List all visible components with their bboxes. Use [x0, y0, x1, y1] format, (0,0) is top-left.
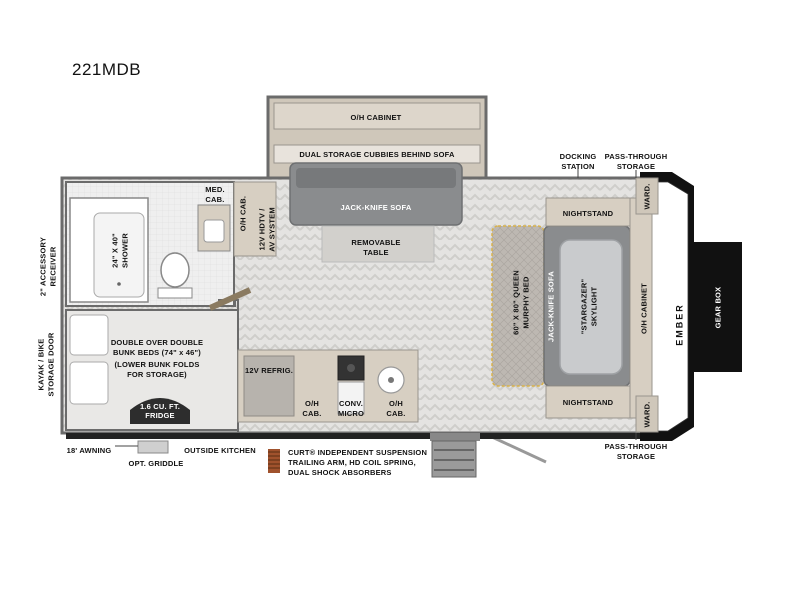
griddle	[137, 440, 169, 454]
fridge-small	[130, 398, 190, 424]
av-cabinet	[233, 181, 277, 257]
label-murphy-1: 60" X 80" QUEEN	[511, 270, 521, 335]
label-susp-3: DUAL SHOCK ABSORBERS	[288, 468, 392, 477]
label-gear-box: GEAR BOX	[713, 286, 723, 329]
sink	[203, 219, 225, 243]
stargazer-skylight	[559, 239, 623, 375]
label-oh-cab-left: O/H CAB.	[238, 195, 248, 232]
label-dual-storage: DUAL STORAGE CUBBIES BEHIND SOFA	[299, 150, 455, 159]
label-nightstand-bottom: NIGHTSTAND	[562, 398, 614, 407]
model-title: 221MDB	[72, 60, 142, 79]
label-kayak-1: KAYAK / BIKE	[36, 338, 46, 391]
label-murphy-2: MURPHY BED	[521, 276, 531, 329]
toilet-tank	[157, 287, 193, 299]
door-line	[491, 435, 547, 464]
door-swing	[208, 287, 252, 311]
label-skylight-2: SKYLIGHT	[589, 286, 599, 327]
label-refrig-12v: 12V REFRIG.	[244, 366, 294, 375]
awning-rail	[66, 433, 430, 439]
refrigerator	[243, 355, 295, 417]
label-kayak-2: STORAGE DOOR	[46, 332, 56, 397]
label-oh-cab-k2: CAB.	[302, 409, 322, 418]
label-hdtv: 12V HDTV /	[257, 208, 267, 251]
entry-steps	[431, 440, 477, 478]
label-fridge-2: FRIDGE	[145, 411, 175, 420]
label-av-system: AV SYSTEM	[267, 207, 277, 252]
bunk-mattress-bottom	[69, 361, 109, 405]
label-bunk-1: DOUBLE OVER DOUBLE	[110, 338, 204, 347]
label-skylight-1: "STARGAZER"	[579, 278, 589, 335]
label-ward-top: WARD.	[642, 183, 652, 210]
label-jackknife-sofa-top: JACK-KNIFE SOFA	[340, 203, 412, 212]
label-shower-1: 24" X 40"	[110, 233, 120, 268]
label-nightstand-top: NIGHTSTAND	[562, 209, 614, 218]
label-removable-table-1: REMOVABLE	[351, 238, 401, 247]
label-med-cab-1: MED.	[205, 185, 225, 194]
microwave	[337, 381, 365, 415]
gear-box	[694, 242, 742, 372]
entry-door	[430, 433, 480, 441]
label-accessory-2: RECEIVER	[48, 246, 58, 287]
label-oh-cab-k1: O/H	[305, 399, 319, 408]
label-conv-1: CONV.	[338, 399, 364, 408]
label-oh-cab-k3: O/H	[389, 399, 403, 408]
ward-bottom	[635, 395, 659, 433]
nightstand-top	[545, 197, 631, 227]
label-oh-cabinet-right: O/H CABINET	[639, 283, 649, 334]
label-griddle: OPT. GRIDDLE	[128, 459, 184, 468]
brand-mark: EMBER	[674, 303, 685, 346]
label-med-cab-2: CAB.	[205, 195, 225, 204]
label-removable-table-2: TABLE	[363, 248, 389, 257]
label-oh-cab-k4: CAB.	[386, 409, 406, 418]
label-pass-bottom-2: STORAGE	[616, 452, 656, 461]
label-bunk-3: (LOWER BUNK FOLDS	[114, 360, 200, 369]
label-susp-1: CURT® INDEPENDENT SUSPENSION	[288, 448, 428, 457]
nightstand-bottom	[545, 385, 631, 419]
label-conv-2: MICRO	[338, 409, 364, 418]
label-ward-bottom: WARD.	[642, 401, 652, 428]
removable-table	[321, 225, 435, 263]
oh-cabinet-top	[273, 102, 481, 130]
label-accessory-1: 2" ACCESSORY	[38, 236, 48, 297]
shower-basin	[93, 212, 145, 298]
label-pass-top-2: STORAGE	[616, 162, 656, 171]
bunk-mattress-top	[69, 314, 109, 356]
label-jackknife-sofa-right: JACK-KNIFE SOFA	[546, 271, 556, 342]
label-awning: 18' AWNING	[66, 446, 112, 455]
label-outside-kitchen: OUTSIDE KITCHEN	[184, 446, 256, 455]
rail-right	[480, 433, 640, 439]
label-bunk-2: BUNK BEDS (74" x 46")	[113, 348, 201, 357]
label-pass-top-1: PASS-THROUGH	[604, 152, 668, 161]
label-pass-bottom-1: PASS-THROUGH	[604, 442, 668, 451]
label-susp-2: TRAILING ARM, HD COIL SPRING,	[288, 458, 416, 467]
label-docking-1: DOCKING	[559, 152, 597, 161]
label-docking-2: STATION	[561, 162, 595, 171]
ward-top	[635, 177, 659, 215]
label-fridge-1: 1.6 CU. FT.	[139, 402, 181, 411]
shower-drain	[117, 282, 121, 286]
coil-spring-icon	[268, 449, 280, 473]
murphy-bed	[491, 225, 545, 387]
label-shower-2: SHOWER	[120, 233, 130, 268]
label-oh-cabinet-top: O/H CABINET	[350, 113, 402, 122]
label-bunk-4: FOR STORAGE)	[127, 370, 187, 379]
bath-door	[190, 300, 236, 307]
toilet	[160, 252, 190, 288]
